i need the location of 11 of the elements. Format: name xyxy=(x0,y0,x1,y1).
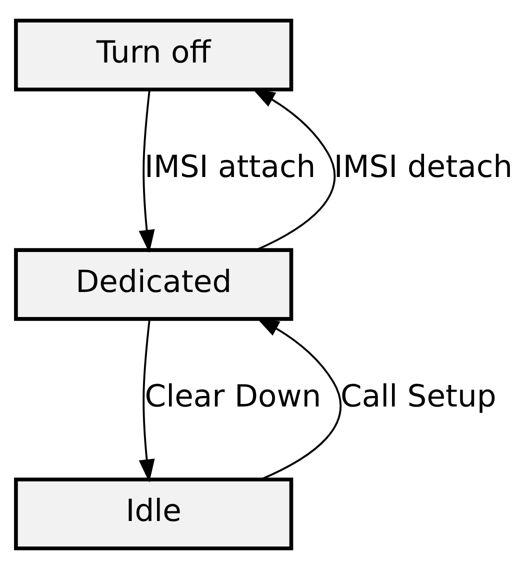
arrow xyxy=(252,88,336,251)
node-box: Idle xyxy=(14,478,294,550)
arrow xyxy=(138,318,155,482)
arrow xyxy=(138,90,155,253)
node-box: Dedicated xyxy=(14,248,294,321)
node-box: Turn off xyxy=(14,18,294,92)
edge-label: Clear Down xyxy=(144,379,322,414)
edge-label: IMSI attach xyxy=(144,150,316,186)
edge-label: IMSI detach xyxy=(334,150,513,186)
arrow xyxy=(256,318,342,480)
edge-label: Call Setup xyxy=(340,379,496,414)
